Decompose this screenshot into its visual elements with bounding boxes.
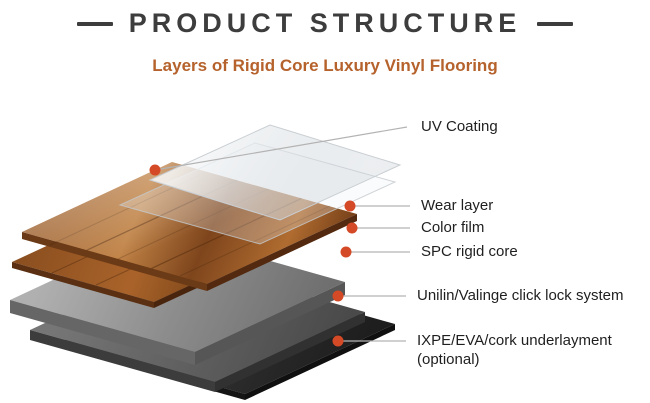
- dot-wear-layer: [344, 200, 356, 212]
- dot-color-film: [346, 222, 358, 234]
- leader-lines: [154, 126, 410, 342]
- dot-uv-coating: [149, 164, 161, 176]
- label-uv-coating: UV Coating: [421, 118, 498, 135]
- label-underlayment-line1: IXPE/EVA/cork underlayment: [417, 332, 612, 349]
- callout-dots: [149, 164, 358, 347]
- title-dash-left: [76, 21, 113, 26]
- title-row: PRODUCT STRUCTURE: [0, 8, 650, 39]
- dot-spc-core: [340, 246, 352, 258]
- label-click-lock-system: Unilin/Valinge click lock system: [417, 287, 624, 304]
- leader-line-uv-coating: [154, 126, 408, 171]
- label-underlayment-line2: (optional): [417, 350, 480, 368]
- page-title: PRODUCT STRUCTURE: [128, 8, 522, 38]
- label-color-film: Color film: [421, 219, 485, 236]
- dot-underlayment: [332, 335, 344, 347]
- page-subtitle: Layers of Rigid Core Luxury Vinyl Floori…: [152, 56, 498, 75]
- dot-click-lock: [332, 290, 344, 302]
- title-dash-right: [537, 21, 574, 26]
- label-wear-layer: Wear layer: [421, 197, 494, 214]
- uv-coating-layer-shape: [148, 124, 402, 221]
- label-underlayment: IXPE/EVA/cork underlayment (optional): [417, 332, 612, 370]
- label-spc-rigid-core: SPC rigid core: [421, 243, 518, 260]
